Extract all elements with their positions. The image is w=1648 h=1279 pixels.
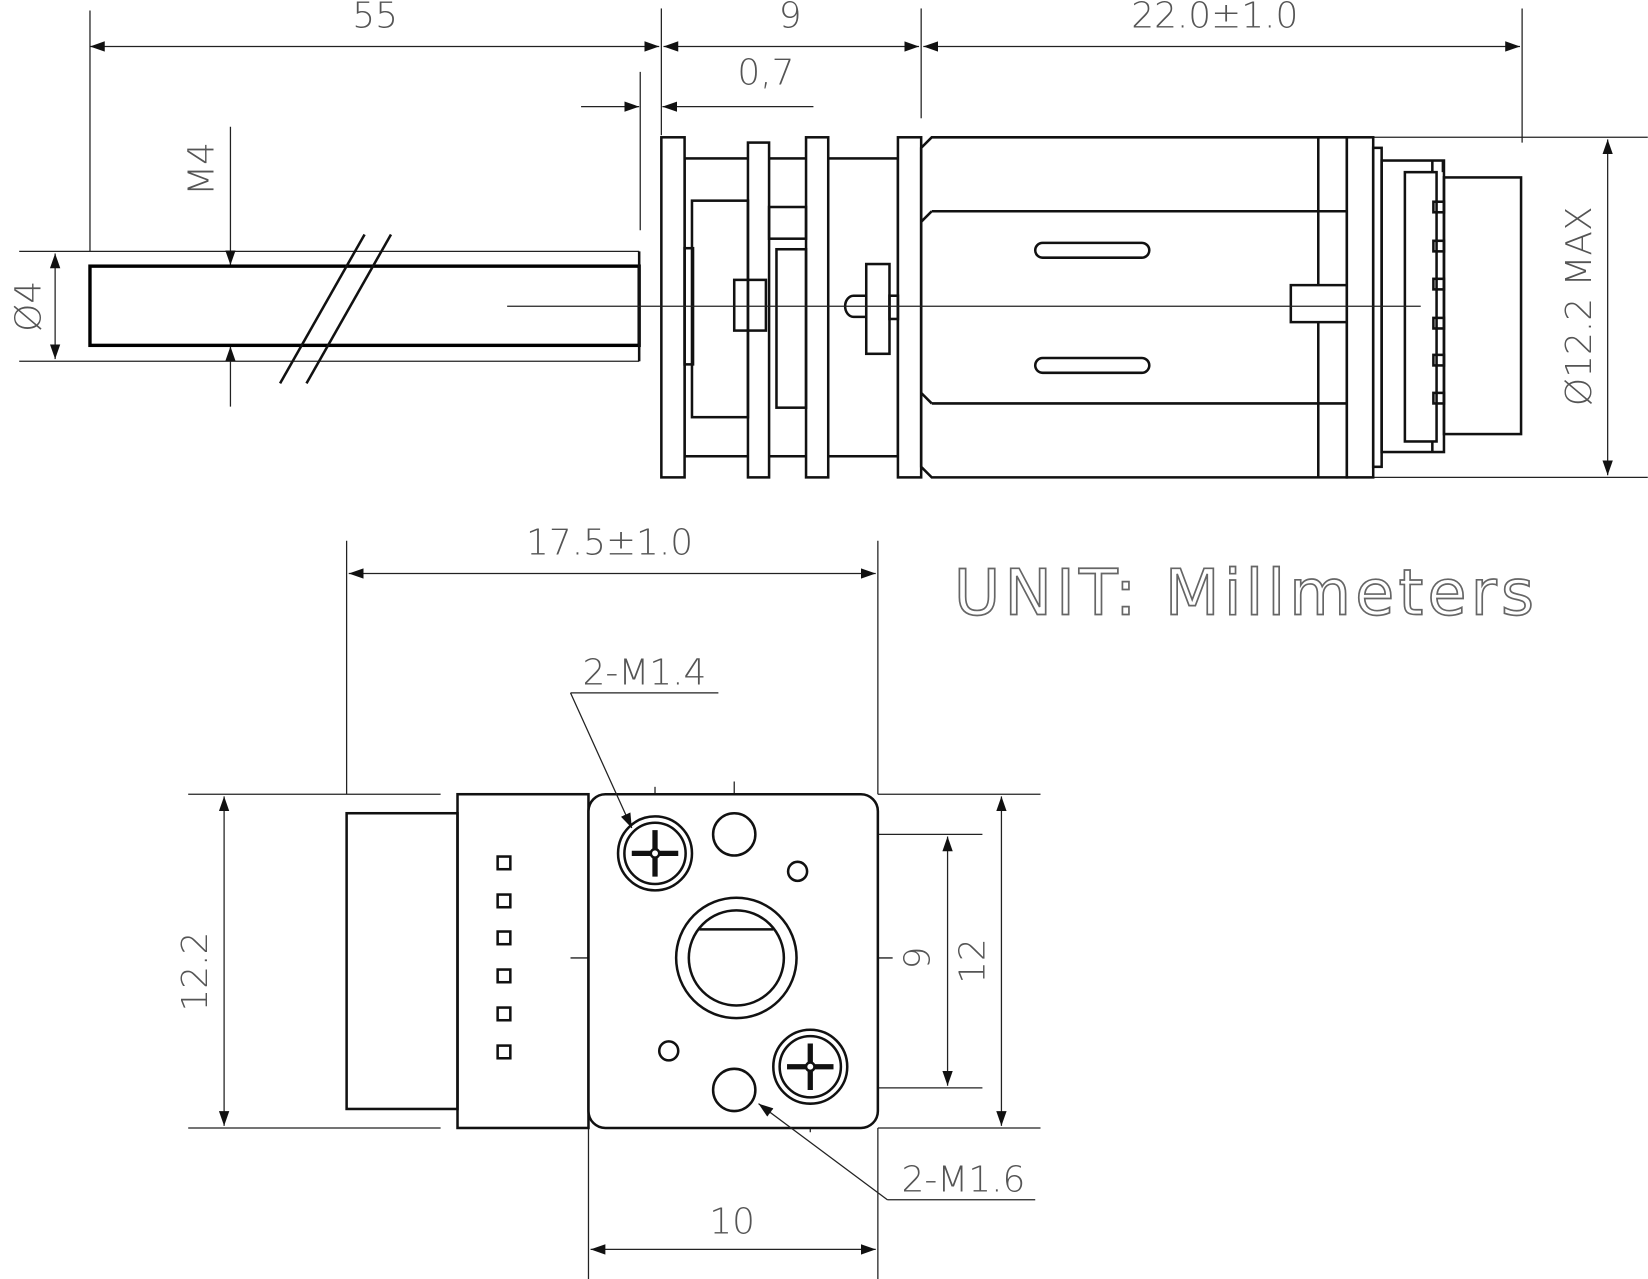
motor-body [919,136,1383,479]
dim-m4: M4 [182,126,236,407]
mounting-hole [711,811,757,857]
unit-note: UNIT: Millmeters [954,556,1538,630]
dim-17-5: 17.5±1.0 [348,522,876,579]
dim-label: Ø12.2 MAX [1559,206,1600,406]
dim-label: 10 [709,1202,755,1243]
callout-m1-4: 2-M1.4 [569,652,719,829]
dim-label: 22.0±1.0 [1131,0,1298,36]
mounting-hole [711,1067,757,1113]
bottom-view: 17.5±1.0 12.2 9 12 10 2-M1.4 2-M1.6 [175,522,1538,1279]
callout-m1-6: 2-M1.6 [758,1103,1036,1201]
dim-shaft-diameter: Ø4 [8,253,61,360]
screw-m1-4 [616,815,694,892]
dim-label: 0,7 [737,52,794,93]
dim-label: 17.5±1.0 [526,522,693,563]
output-boss [674,896,798,1020]
dim-9-holes: 9 [898,836,953,1086]
top-view: 55 9 22.0±1.0 0,7 M4 Ø4 Ø12.2 MAX [8,0,1648,479]
connector-pins [496,855,512,1060]
dim-label: Ø4 [8,281,49,332]
small-hole [786,860,809,883]
dim-body-diameter: Ø12.2 MAX [1559,139,1613,476]
callout-label: 2-M1.6 [901,1159,1025,1200]
extension-lines [19,8,1648,479]
small-hole [657,1040,680,1062]
dim-label: 12.2 [175,932,216,1012]
dim-12-2: 12.2 [175,796,230,1126]
screw-m1-6 [772,1028,849,1105]
dim-label: 9 [898,947,939,970]
motor-slot [1033,356,1151,375]
callout-label: 2-M1.4 [583,652,707,693]
dim-label: 9 [779,0,802,36]
motor-slot [1033,241,1151,259]
dim-label: 55 [352,0,398,36]
gearbox-face [587,792,880,1130]
connector-side [345,792,590,1130]
dim-55: 55 [89,0,660,52]
dim-0-7: 0,7 [581,52,814,112]
dim-10: 10 [590,1202,876,1255]
dim-label: 12 [953,938,994,984]
connector-pins [1432,200,1446,405]
dim-12: 12 [953,796,1007,1126]
dim-22: 22.0±1.0 [923,0,1521,52]
gearbox [660,136,923,479]
dim-9-gearbox: 9 [663,0,920,52]
dim-label: M4 [182,142,223,196]
